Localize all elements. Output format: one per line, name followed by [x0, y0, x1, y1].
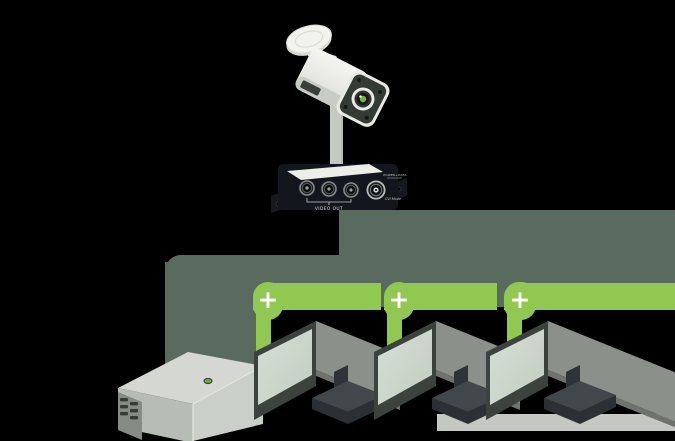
- dvr-vents: [120, 398, 138, 420]
- screw-dot: [378, 89, 383, 94]
- monitor-foot-top: [544, 381, 616, 412]
- monitor-foot-top: [312, 381, 384, 412]
- dvr-top-edge: [192, 365, 264, 405]
- video-distributor-icon: VIDEO OUT POWER+DATA CVI Mode: [271, 164, 407, 213]
- dvr-power-led: [203, 377, 213, 385]
- monitor-back-ext: [632, 355, 675, 422]
- distributor-top-face: [287, 164, 383, 180]
- monitor-foot-front: [544, 398, 580, 424]
- monitor-screen: [490, 329, 544, 405]
- camera-mount-ring: [294, 30, 324, 48]
- dvr-top-face: [118, 352, 263, 404]
- monitor-3-icon: [486, 321, 675, 428]
- lens-glint: [359, 95, 362, 98]
- bnc-connector-3: [343, 182, 359, 198]
- plus-badge-1: +: [253, 282, 283, 320]
- plus-badge-3: +: [504, 282, 536, 320]
- bnc-connector-1: [299, 180, 315, 196]
- video-out-label: VIDEO OUT: [315, 206, 343, 212]
- monitor-back-edge-ext: [632, 404, 675, 428]
- bnc-connector-4: [366, 180, 386, 200]
- plus-icon: +: [388, 285, 410, 314]
- plus-icon: +: [509, 285, 531, 314]
- plus-badge-2: +: [384, 282, 414, 320]
- monitor-screen: [258, 329, 312, 405]
- screw-dot: [364, 115, 369, 120]
- camera-pole: [330, 104, 343, 170]
- screw-dot: [357, 78, 362, 83]
- monitor-foot-side: [580, 395, 616, 424]
- monitor-screen: [378, 329, 432, 405]
- camera-side-slot: [300, 80, 321, 96]
- monitor-foot-front: [312, 398, 348, 424]
- sage-connector-arm-to-dvr: [165, 262, 257, 368]
- floor-strip: [437, 414, 675, 431]
- dvr-right-face: [193, 366, 263, 441]
- mode-label: CVI Mode: [385, 197, 401, 201]
- plus-icon: +: [257, 285, 279, 314]
- bnc-connector-2: [321, 181, 337, 197]
- monitor-back-panel: [548, 321, 632, 404]
- monitor-foot-front: [432, 398, 468, 424]
- video-out-bracket: [306, 198, 352, 205]
- dvr-recorder-icon: [118, 352, 264, 441]
- screw-dot: [343, 104, 348, 109]
- power-data-label: POWER+DATA: [383, 173, 407, 177]
- cctv-camera-icon: [286, 24, 390, 127]
